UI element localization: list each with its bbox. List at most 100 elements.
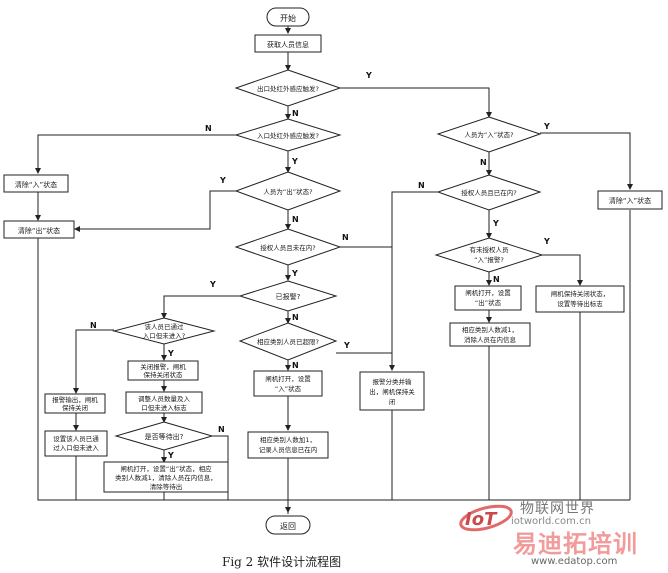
label-yes: Y [365,71,372,80]
svg-text:人员为“入”状态?: 人员为“入”状态? [464,130,513,139]
svg-text:清除“入”状态: 清除“入”状态 [609,196,651,205]
svg-text:闸机保持关闭状态，: 闸机保持关闭状态， [551,289,610,298]
node-open-set-out2: 闸机打开，设置 “出”状态 [454,285,522,311]
decision-is-out: 人员为“出”状态? [234,171,342,211]
svg-text:人员为“出”状态?: 人员为“出”状态? [263,187,312,196]
svg-text:已报警?: 已报警? [276,292,301,301]
svg-text:设置等待出标志: 设置等待出标志 [557,299,603,308]
watermark-big-text: 易迪拓培训 [513,530,638,558]
svg-text:获取人员信息: 获取人员信息 [267,40,309,49]
node-open-set-out: 闸机打开，设置“出”状态，相应 类别人数减1，清除人员在内信息， 清除等待出 [103,461,229,493]
svg-text:报警分类并输: 报警分类并输 [373,377,413,386]
decision-wait-exit: 是否等待出? [114,421,214,451]
svg-text:闸机打开，设置: 闸机打开，设置 [465,288,511,297]
node-adjust-count: 调整人员数量及入 口但未进入标志 [125,391,203,414]
svg-text:出口处红外感应触发?: 出口处红外感应触发? [257,84,319,93]
label-yes: Y [167,451,174,460]
decision-count-over: 相应类别人员已超限? [238,322,338,361]
label-yes: Y [543,122,550,131]
svg-text:授权人员且未在内?: 授权人员且未在内? [260,243,315,252]
decision-unauth-alarm: 有未授权人员 “入”报警? [434,237,544,273]
decision-authorized-not-in: 授权人员且未在内? [234,228,342,266]
node-keep-closed: 闸机保持关闭状态， 设置等待出标志 [535,285,625,313]
label-yes: Y [291,157,298,166]
svg-text:清除“出”状态: 清除“出”状态 [18,226,60,235]
svg-text:记录人员信息已在内: 记录人员信息已在内 [259,445,318,454]
svg-text:IoT: IoT [465,509,498,530]
label-no: N [292,361,299,370]
decision-authorized-in: 授权人员且已在内? [436,174,542,211]
svg-text:报警输出，闸机: 报警输出，闸机 [52,395,98,404]
svg-text:闭: 闭 [389,398,396,406]
watermark-cn-name: 物联网世界 [520,501,595,517]
node-clear-in-right: 清除“入”状态 [597,190,663,210]
node-count-minus: 相应类别人数减1， 消除人员在内信息 [449,322,531,347]
label-yes: Y [343,341,350,350]
svg-text:授权人员且已在内?: 授权人员且已在内? [461,188,516,197]
svg-text:保持关闭状态: 保持关闭状态 [144,370,184,379]
svg-text:设置该人员已通: 设置该人员已通 [53,434,99,443]
node-clear-out: 清除“出”状态 [3,220,75,239]
watermark: IoT 物联网世界 iotworld.com.cn 易迪拓培训 www.edat… [455,488,668,573]
connector-lines [35,26,633,514]
svg-text:返回: 返回 [280,522,296,531]
svg-text:闸机打开，设置“出”状态，相应: 闸机打开，设置“出”状态，相应 [120,464,212,473]
svg-text:“入”状态: “入”状态 [275,384,302,393]
label-yes: Y [167,349,174,358]
svg-text:是否等待出?: 是否等待出? [145,432,184,441]
svg-text:清除等待出: 清除等待出 [150,482,183,491]
svg-text:清除“入”状态: 清除“入”状态 [15,180,57,189]
svg-text:口但未进入标志: 口但未进入标志 [141,403,187,412]
label-no: N [292,109,299,118]
node-open-set-in: 闸机打开，设置 “入”状态 [253,370,323,397]
svg-text:入口处红外感应触发?: 入口处红外感应触发? [257,131,319,140]
watermark-url-top: iotworld.com.cn [511,516,591,527]
label-yes: Y [543,237,550,246]
label-yes: Y [219,176,226,185]
decision-is-in: 人员为“入”状态? [436,116,542,153]
branch-labels: Y N N Y Y N N Y Y N N Y Y N N Y Y N N Y … [90,71,550,460]
node-alarm-output: 报警输出，闸机 保持关闭 [44,393,106,414]
svg-text:调整人员数量及入: 调整人员数量及入 [138,394,191,403]
node-get-info: 获取人员信息 [254,34,322,53]
decision-outer-trigger: 出口处红外感应触发? [234,69,342,107]
label-no: N [292,215,299,224]
label-no: N [90,321,97,330]
label-yes: Y [492,219,499,228]
node-start: 开始 [266,7,310,27]
node-clear-in-left: 清除“入”状态 [3,174,69,193]
label-yes: Y [209,280,216,289]
label-no: N [493,275,500,284]
svg-text:相应类别人数减1，: 相应类别人数减1， [462,325,518,334]
decision-inner-trigger: 入口处红外感应触发? [234,118,342,152]
iot-logo-icon: IoT [459,504,513,532]
svg-text:相应类别人数加1，: 相应类别人数加1， [260,435,316,444]
svg-text:出，闸机保持关: 出，闸机保持关 [369,387,415,396]
svg-text:“入”报警?: “入”报警? [474,255,504,264]
decision-alarmed: 已报警? [238,280,338,312]
node-set-pass-flag: 设置该人员已通 过入口但未进入 [44,430,108,457]
node-start-text: 开始 [280,13,296,23]
decision-already-in: 该人员已通过 入口但未进入? [112,317,216,345]
figure-caption: Fig 2 软件设计流程图 [222,555,342,569]
svg-text:相应类别人员已超限?: 相应类别人员已超限? [257,337,319,346]
svg-text:“出”状态: “出”状态 [475,298,502,307]
svg-text:有未授权人员: 有未授权人员 [470,245,510,254]
label-no: N [218,425,225,434]
svg-text:入口但未进入?: 入口但未进入? [143,331,185,340]
svg-text:关闭报警，闸机: 关闭报警，闸机 [140,362,186,371]
svg-text:过入口但未进入: 过入口但未进入 [53,443,99,452]
label-no: N [292,313,299,322]
label-no: N [480,158,487,167]
node-alarm-category: 报警分类并输 出，闸机保持关 闭 [359,371,425,411]
svg-text:保持关闭: 保持关闭 [62,403,88,412]
node-count-plus: 相应类别人数加1， 记录人员信息已在内 [247,431,329,459]
node-close-alarm: 关闭报警，闸机 保持关闭状态 [127,360,199,381]
watermark-url-bottom: www.edatop.com [531,556,618,567]
node-end: 返回 [265,515,311,535]
svg-text:类别人数减1，清除人员在内信息，: 类别人数减1，清除人员在内信息， [115,473,217,482]
svg-text:消除人员在内信息: 消除人员在内信息 [464,335,517,344]
label-no: N [418,181,425,190]
svg-text:该人员已通过: 该人员已通过 [145,322,185,331]
